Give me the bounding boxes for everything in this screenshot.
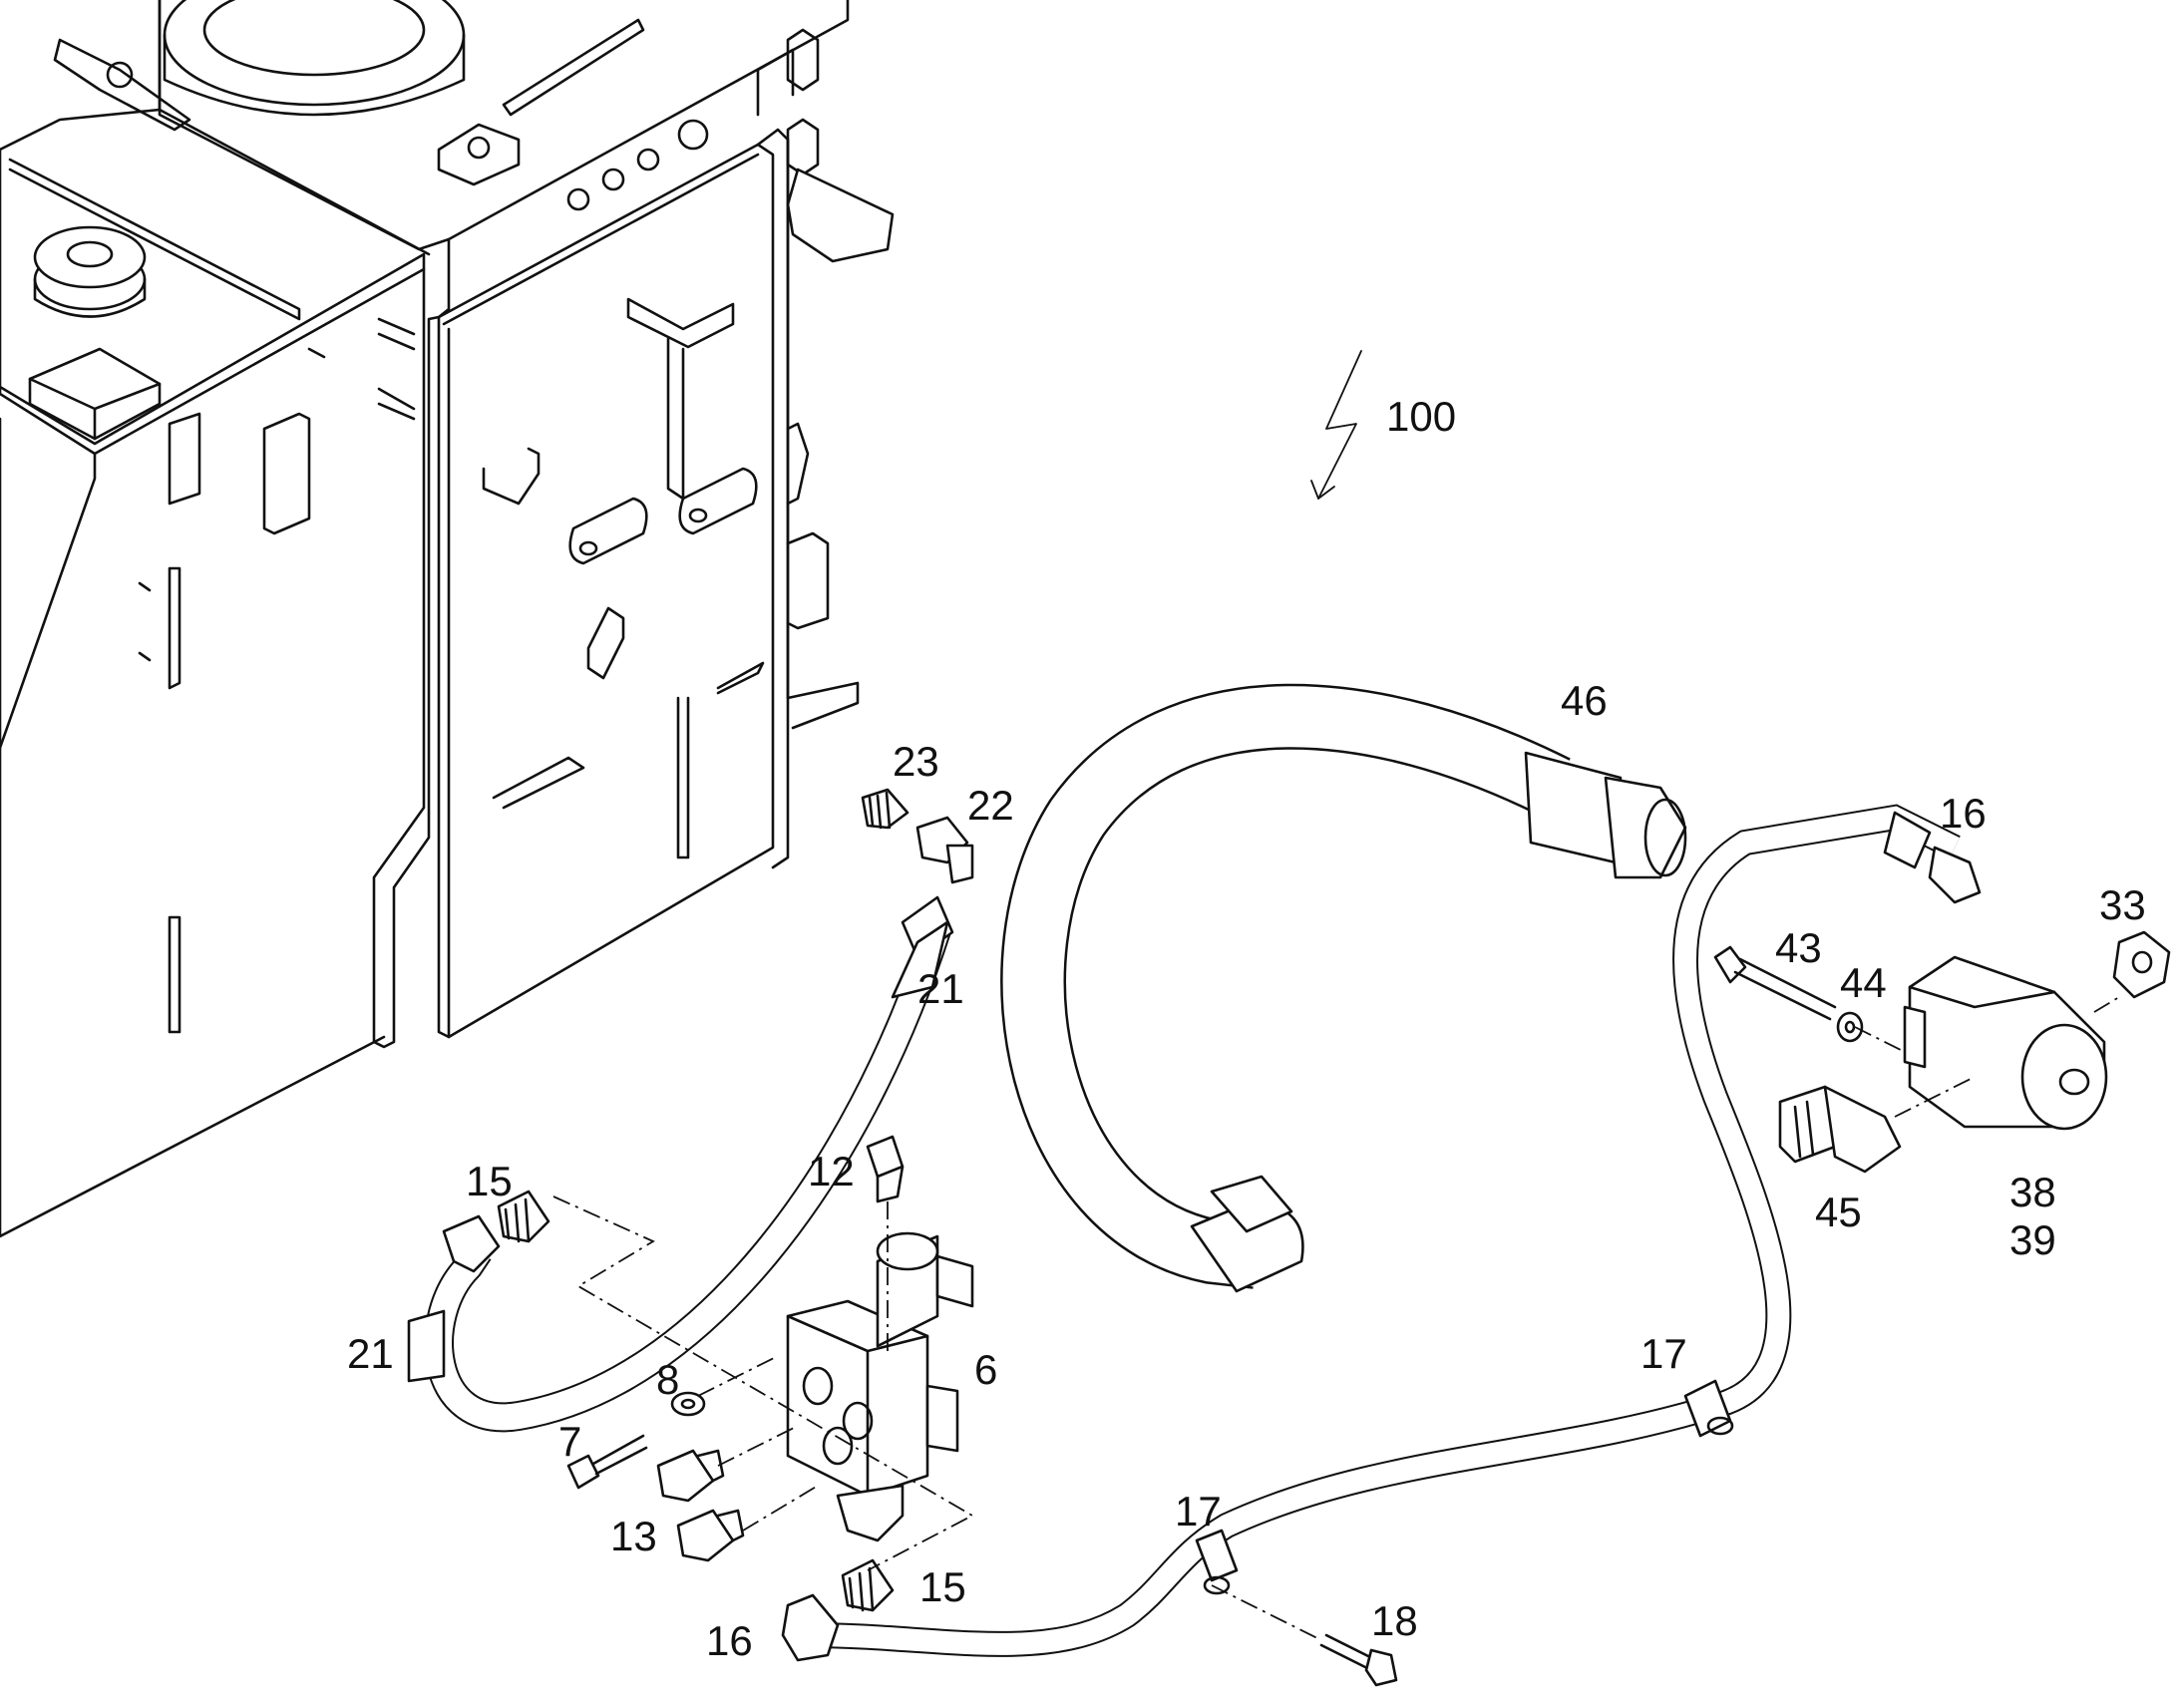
clamp-17-upper (1683, 1379, 1734, 1438)
clamp-17-lower (1195, 1529, 1239, 1595)
callout-46: 46 (1561, 677, 1608, 724)
callout-18: 18 (1371, 1597, 1418, 1644)
valve-block-6 (786, 1231, 974, 1542)
callout-15-upper: 15 (466, 1158, 513, 1204)
fitting-15-lower (841, 1558, 895, 1612)
callout-100: 100 (1386, 393, 1456, 440)
callout-21-lower: 21 (347, 1330, 394, 1377)
callout-22: 22 (967, 782, 1014, 829)
bolt-18 (1319, 1633, 1398, 1687)
pump-38-39 (1903, 955, 2108, 1131)
callout-12: 12 (808, 1148, 855, 1195)
callout-17-lower: 17 (1175, 1488, 1222, 1535)
callout-23: 23 (893, 738, 939, 785)
assembly-dashed-lines (552, 996, 2120, 1641)
callout-7: 7 (558, 1418, 581, 1465)
callout-17-upper: 17 (1640, 1330, 1687, 1377)
fitting-13-lower (676, 1509, 745, 1562)
callout-13: 13 (610, 1513, 657, 1559)
breather-fitting-12 (866, 1135, 905, 1203)
callout-45: 45 (1815, 1189, 1862, 1235)
callout-15-lower: 15 (919, 1563, 966, 1610)
callout-labels: 100 46 23 22 21 21 15 15 12 8 6 7 13 16 … (347, 393, 2146, 1664)
flange-33 (2112, 930, 2171, 999)
pressure-hose-21 (407, 895, 954, 1433)
elbow-fitting-22 (915, 816, 974, 884)
tank-frame-assembly (0, 0, 895, 1238)
fitting-23 (861, 788, 909, 830)
assembly-100-arrow (1310, 350, 1362, 500)
callout-33: 33 (2099, 881, 2146, 928)
fitting-13-upper (656, 1449, 725, 1503)
washer-8 (670, 1391, 706, 1417)
return-hose-16 (781, 804, 1982, 1662)
callout-38: 38 (2009, 1169, 2056, 1215)
callout-16-upper: 16 (1940, 790, 1987, 837)
callout-16-lower: 16 (706, 1617, 753, 1664)
callout-21-upper: 21 (917, 965, 964, 1012)
callout-8: 8 (656, 1356, 679, 1403)
callout-43: 43 (1775, 924, 1822, 971)
bolt-43 (1713, 945, 1837, 1021)
callout-39: 39 (2009, 1216, 2056, 1263)
suction-hose-46 (1000, 683, 1687, 1293)
fitting-15-upper (497, 1190, 550, 1243)
washer-44 (1836, 1011, 1864, 1043)
callout-6: 6 (974, 1346, 997, 1393)
bolt-7 (566, 1434, 648, 1490)
flange-fitting-45 (1778, 1085, 1902, 1174)
callout-44: 44 (1840, 959, 1887, 1006)
